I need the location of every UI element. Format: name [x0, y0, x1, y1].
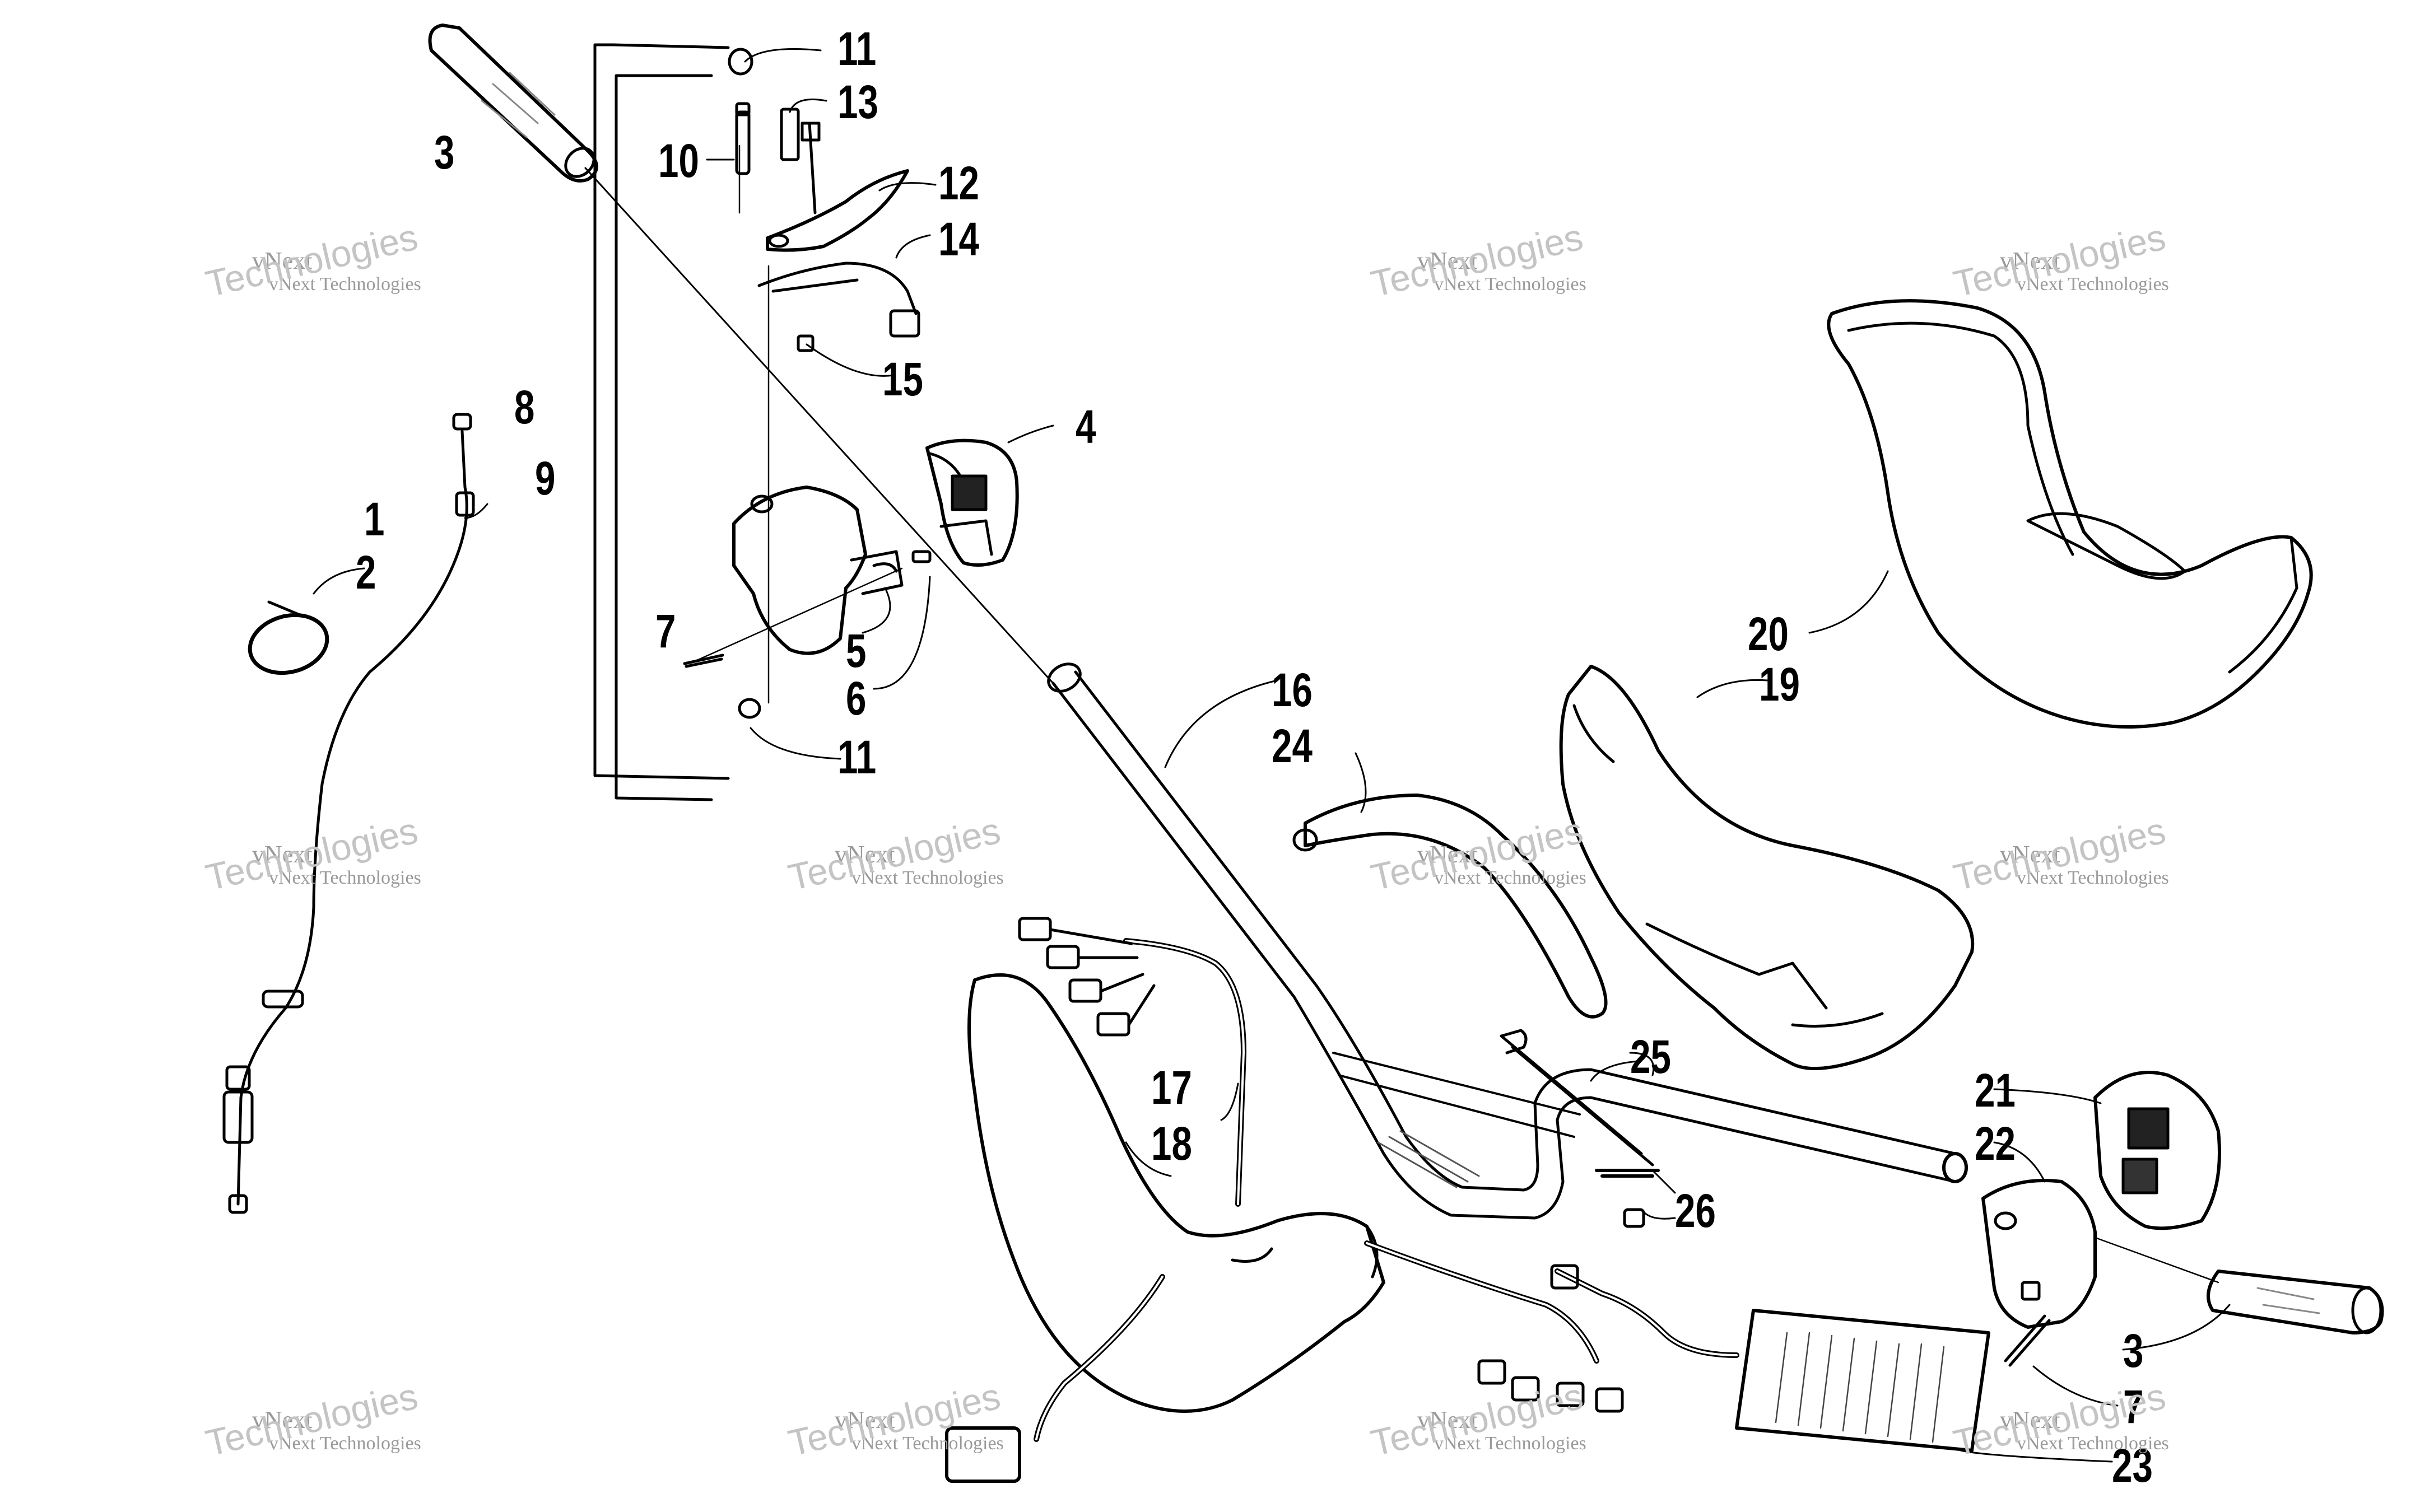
callout-6: 6: [846, 672, 867, 725]
callout-13: 13: [837, 76, 878, 128]
bracket-lines: [593, 43, 730, 801]
callout-16: 16: [1272, 664, 1313, 716]
callout-7-right: 7: [2123, 1380, 2144, 1433]
left-switch-housing: [683, 486, 932, 719]
axis-line: [584, 167, 1054, 684]
callout-12: 12: [938, 157, 979, 209]
callout-19: 19: [1759, 658, 1800, 711]
callout-22: 22: [1975, 1117, 2016, 1170]
callout-18: 18: [1151, 1117, 1192, 1170]
left-switch-module: [925, 438, 1019, 567]
grip-right: [2207, 1270, 2384, 1334]
callout-5: 5: [846, 624, 867, 677]
throttle-cable: [222, 413, 475, 1214]
handlebar-pad-right: [1559, 665, 1975, 1070]
callout-21: 21: [1975, 1064, 2016, 1117]
u-bolt: [1500, 1029, 1660, 1228]
callout-11-bottom: 11: [837, 731, 877, 783]
wiring-harness: [945, 917, 1624, 1483]
callout-9: 9: [535, 452, 556, 505]
brake-lever-assembly: [728, 48, 920, 704]
leader-lines: [313, 48, 2231, 1463]
callout-24: 24: [1272, 720, 1313, 772]
callout-20: 20: [1748, 608, 1789, 660]
callout-15: 15: [882, 353, 923, 405]
handlebar: [1047, 662, 1968, 1220]
callout-10: 10: [658, 134, 699, 187]
callout-14: 14: [938, 213, 979, 265]
callout-1: 1: [364, 493, 385, 545]
handlebar-cover: [1827, 299, 2313, 729]
callout-3-right: 3: [2123, 1324, 2144, 1377]
handlebar-pad-left: [967, 973, 1385, 1413]
callout-7-left: 7: [655, 605, 676, 657]
callout-25: 25: [1630, 1030, 1671, 1083]
callout-11-top: 11: [837, 22, 877, 75]
callout-4: 4: [1076, 400, 1096, 453]
callout-23: 23: [2112, 1439, 2153, 1492]
callout-8: 8: [514, 381, 535, 433]
heater-element: [1550, 1264, 1990, 1452]
grip-left: [428, 24, 598, 183]
right-switch-module: [2093, 1071, 2221, 1230]
callout-17: 17: [1151, 1061, 1192, 1114]
callout-26: 26: [1675, 1184, 1716, 1237]
cable-clip: [248, 600, 329, 675]
callout-3-left: 3: [434, 126, 455, 179]
callout-2: 2: [356, 546, 376, 599]
right-switch-housing: [1981, 1179, 2219, 1367]
cross-pad: [1292, 794, 1608, 1019]
